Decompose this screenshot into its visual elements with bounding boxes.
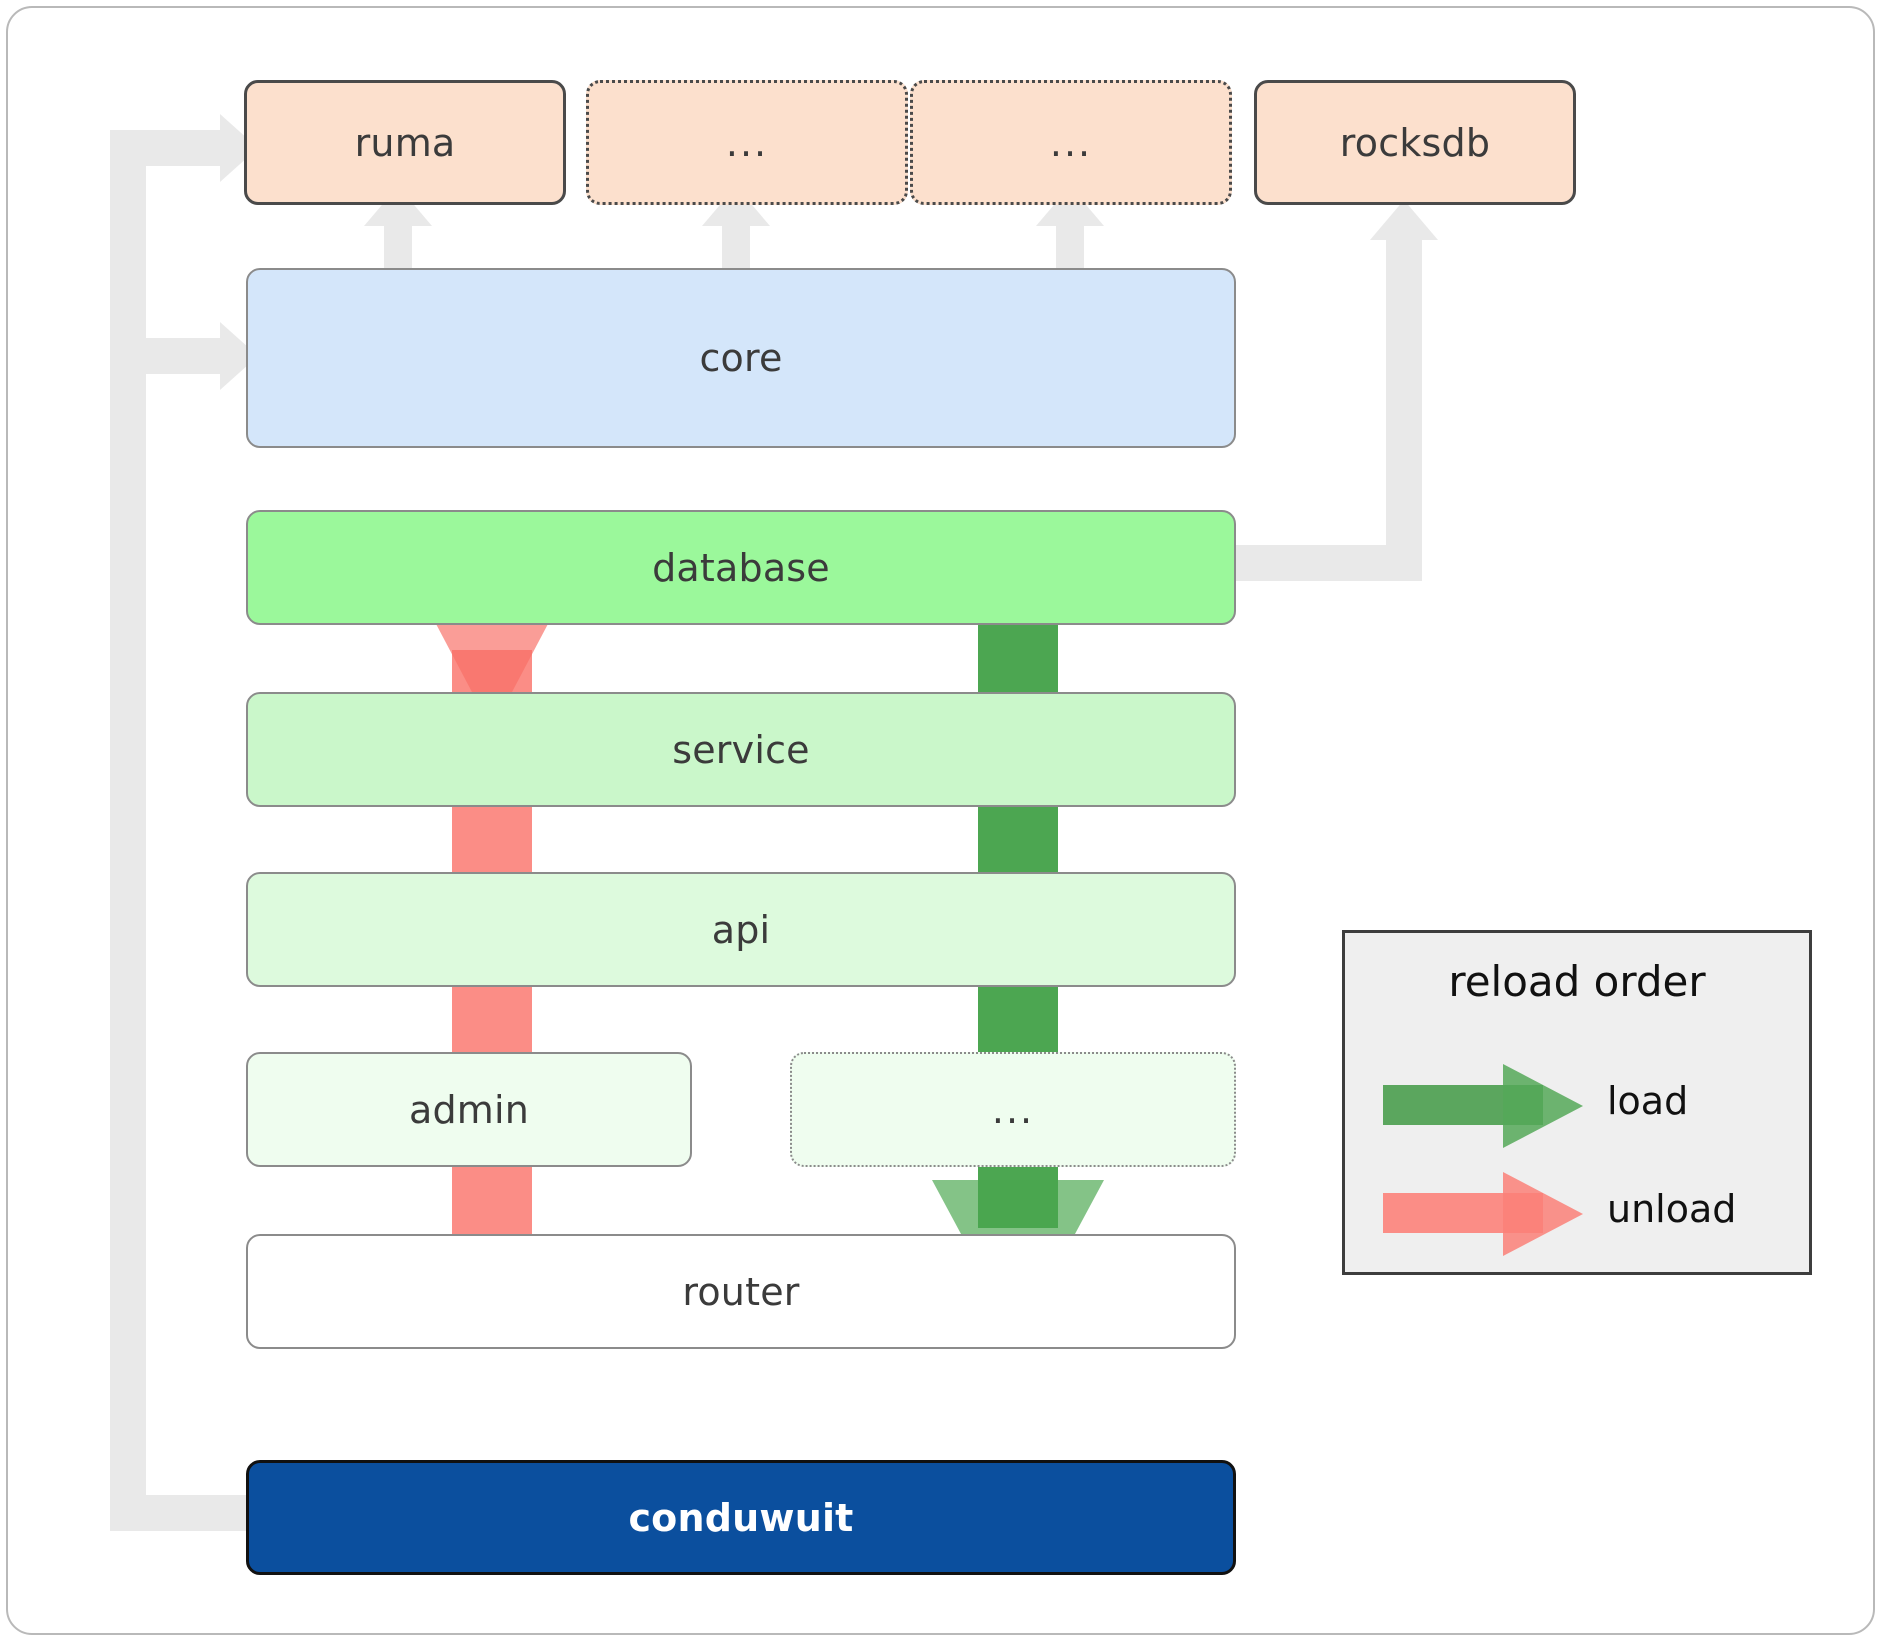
node-rocksdb-label: rocksdb [1339, 120, 1491, 165]
node-api[interactable]: api [246, 872, 1236, 987]
node-admin-dots-label: ... [991, 1087, 1035, 1132]
node-core[interactable]: core [246, 268, 1236, 448]
connector-rail-to-core [110, 338, 220, 374]
node-admin-dots[interactable]: ... [790, 1052, 1236, 1167]
node-top-dots-2-label: ... [1049, 120, 1093, 165]
node-top-dots-2[interactable]: ... [910, 80, 1232, 205]
connector-rocksdb-arrowhead [1370, 200, 1438, 240]
node-top-dots-1-label: ... [725, 120, 769, 165]
legend-title: reload order [1448, 957, 1706, 1006]
node-admin-label: admin [408, 1087, 530, 1132]
node-admin[interactable]: admin [246, 1052, 692, 1167]
legend-panel: reload order load unload [1342, 930, 1812, 1275]
legend-row-unload: unload [1345, 1169, 1809, 1259]
node-ruma-label: ruma [354, 120, 456, 165]
node-core-label: core [699, 336, 783, 380]
legend-unload-head [1503, 1172, 1583, 1256]
legend-load-label: load [1607, 1079, 1689, 1123]
node-api-label: api [711, 907, 771, 952]
node-top-dots-1[interactable]: ... [586, 80, 908, 205]
legend-row-load: load [1345, 1061, 1809, 1151]
diagram-frame [6, 6, 1875, 1635]
node-rocksdb[interactable]: rocksdb [1254, 80, 1576, 205]
node-ruma[interactable]: ruma [244, 80, 566, 205]
connector-rail-to-ruma [110, 130, 220, 166]
node-database-label: database [652, 545, 830, 590]
connector-database-to-rocksdb-vertical [1386, 240, 1422, 581]
node-service[interactable]: service [246, 692, 1236, 807]
legend-unload-label: unload [1607, 1187, 1737, 1231]
node-database[interactable]: database [246, 510, 1236, 625]
node-router-label: router [682, 1269, 800, 1314]
node-conduwuit[interactable]: conduwuit [246, 1460, 1236, 1575]
legend-load-head [1503, 1064, 1583, 1148]
node-router[interactable]: router [246, 1234, 1236, 1349]
node-service-label: service [672, 727, 810, 772]
node-conduwuit-label: conduwuit [628, 1495, 854, 1540]
